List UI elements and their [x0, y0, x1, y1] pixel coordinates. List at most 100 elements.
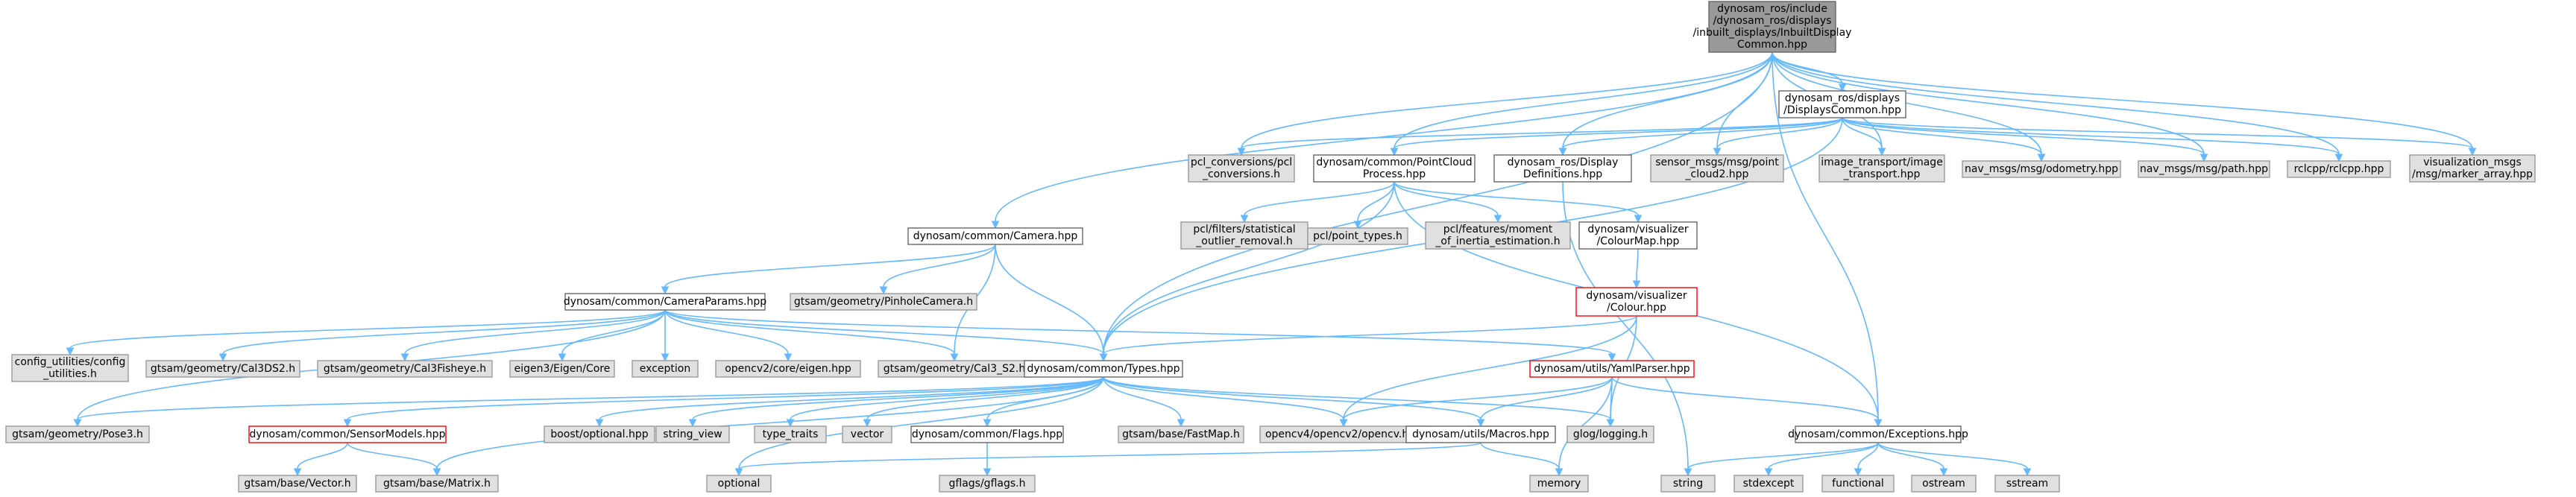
node-label: rclcpp/rclcpp.hpp [2294, 163, 2384, 175]
node-cal3ds2: gtsam/geometry/Cal3DS2.h [145, 360, 300, 378]
node-glog: glog/logging.h [1566, 425, 1654, 443]
dependency-edge [1772, 51, 1847, 92]
dependency-edge [1713, 117, 1843, 156]
node-label: opencv2/core/eigen.hpp [725, 363, 851, 375]
node-sensor-models[interactable]: dynosam/common/SensorModels.hpp [248, 425, 447, 443]
node-label: dynosam/common/PointCloud [1316, 156, 1472, 168]
node-label: type_traits [763, 428, 819, 440]
node-label: dynosam/common/Camera.hpp [913, 230, 1078, 242]
node-pose3: gtsam/geometry/Pose3.h [5, 425, 150, 443]
node-odometry: nav_msgs/msg/odometry.hpp [1962, 160, 2121, 178]
node-displays-common[interactable]: dynosam_ros/displays/DisplaysCommon.hpp [1778, 90, 1906, 118]
node-label: /Colour.hpp [1607, 302, 1666, 314]
dependency-edge [1842, 117, 2343, 162]
node-label: dynosam/utils/YamlParser.hpp [1534, 363, 1689, 375]
node-label: dynosam/utils/Macros.hpp [1412, 428, 1549, 440]
node-label: /msg/marker_array.hpp [2412, 168, 2533, 180]
node-macros[interactable]: dynosam/utils/Macros.hpp [1405, 425, 1556, 443]
node-label: glog/logging.h [1573, 428, 1648, 440]
node-root[interactable]: dynosam_ros/include/dynosam_ros/displays… [1693, 1, 1852, 53]
node-config-utilities: config_utilities/config_utilities.h [11, 354, 129, 382]
dependency-edge [1842, 117, 1886, 156]
dependency-edge [1854, 442, 1879, 477]
dependency-edge [664, 309, 959, 362]
node-label: Common.hpp [1737, 39, 1807, 51]
dependency-edge [66, 309, 666, 356]
dependency-edge [347, 442, 441, 477]
dependency-edges [66, 51, 2477, 477]
node-gtsam-vector: gtsam/base/Vector.h [238, 475, 357, 493]
node-label: memory [1537, 478, 1581, 490]
node-cal3fisheye: gtsam/geometry/Cal3Fisheye.h [317, 360, 493, 378]
dependency-edge [1684, 442, 1879, 477]
dependency-edge [1877, 442, 2032, 477]
node-gtsam-matrix: gtsam/base/Matrix.h [375, 475, 499, 493]
node-camera[interactable]: dynosam/common/Camera.hpp [907, 227, 1083, 245]
node-label: vector [851, 428, 884, 440]
dependency-edge [400, 309, 666, 362]
node-point-cloud2: sensor_msgs/msg/point_cloud2.hpp [1650, 154, 1784, 183]
node-image-transport: image_transport/image_transport.hpp [1818, 154, 1945, 183]
node-label: /inbuilt_displays/InbuiltDisplay [1693, 27, 1852, 39]
node-label: exception [640, 363, 690, 375]
node-vector: vector [842, 425, 892, 443]
dependency-edge [1103, 376, 1615, 428]
node-exceptions[interactable]: dynosam/common/Exceptions.hpp [1788, 425, 1968, 443]
dependency-edge [688, 376, 1104, 428]
dependency-edge [1558, 117, 1843, 156]
node-label: pcl/features/moment [1443, 224, 1553, 235]
node-label: gtsam/base/Matrix.h [383, 478, 491, 490]
node-colour[interactable]: dynosam/visualizer/Colour.hpp [1575, 287, 1698, 317]
node-label: pcl_conversions/pcl [1191, 156, 1292, 168]
node-marker-array: visualization_msgs/msg/marker_array.hpp [2409, 154, 2536, 183]
dependency-edge [995, 244, 1108, 362]
dependency-edge [664, 309, 793, 362]
dependency-edge [1632, 248, 1641, 289]
dependency-edge [734, 442, 1481, 477]
node-label: gtsam/geometry/Cal3DS2.h [151, 363, 295, 375]
dependency-edge [1611, 376, 1883, 428]
node-path: nav_msgs/msg/path.hpp [2138, 160, 2270, 178]
node-colour-map[interactable]: dynosam/visualizer/ColourMap.hpp [1578, 221, 1698, 250]
dependency-edge [879, 244, 996, 295]
node-label: string_view [663, 428, 722, 440]
node-label: gflags/gflags.h [949, 478, 1026, 490]
node-label: functional [1832, 478, 1884, 490]
node-label: /DisplaysCommon.hpp [1783, 104, 1901, 116]
node-point-types: pcl/point_types.h [1307, 227, 1408, 245]
dependency-edge [1606, 376, 1615, 428]
dependency-edge [1103, 376, 1348, 428]
node-pinhole-camera: gtsam/geometry/PinholeCamera.h [790, 293, 977, 311]
node-memory: memory [1529, 475, 1589, 493]
node-label: sensor_msgs/msg/point [1655, 156, 1779, 168]
dependency-edge [218, 309, 666, 362]
node-label: boost/optional.hpp [550, 428, 648, 440]
dependency-edge [1237, 117, 1843, 156]
node-exception: exception [632, 360, 699, 378]
node-label: dynosam/common/Exceptions.hpp [1788, 428, 1968, 440]
node-label: _outlier_removal.h [1195, 235, 1292, 247]
dependency-edge [1480, 442, 1563, 477]
node-types[interactable]: dynosam/common/Types.hpp [1024, 360, 1183, 378]
node-label: Process.hpp [1363, 168, 1426, 180]
node-flags[interactable]: dynosam/common/Flags.hpp [910, 425, 1064, 443]
node-pcl-conversions: pcl_conversions/pcl_conversions.h [1188, 154, 1295, 183]
dependency-edge [1394, 181, 1502, 224]
dependency-edge [595, 376, 1104, 428]
node-ostream: ostream [1911, 475, 1977, 493]
node-yaml-parser[interactable]: dynosam/utils/YamlParser.hpp [1529, 360, 1695, 378]
node-label: _transport.hpp [1843, 168, 1921, 180]
node-label: sstream [2006, 478, 2048, 490]
node-opencv: opencv4/opencv2/opencv.hpp [1259, 425, 1428, 443]
dependency-edge [73, 376, 1104, 428]
node-label: dynosam/visualizer [1586, 290, 1687, 302]
node-label: eigen3/Eigen/Core [514, 363, 611, 375]
node-label: visualization_msgs [2423, 156, 2522, 168]
node-label: nav_msgs/msg/odometry.hpp [1965, 163, 2118, 175]
node-label: ostream [1922, 478, 1965, 490]
dependency-edge [1390, 117, 1843, 156]
node-camera-params[interactable]: dynosam/common/CameraParams.hpp [564, 293, 766, 311]
node-type-traits: type_traits [754, 425, 827, 443]
